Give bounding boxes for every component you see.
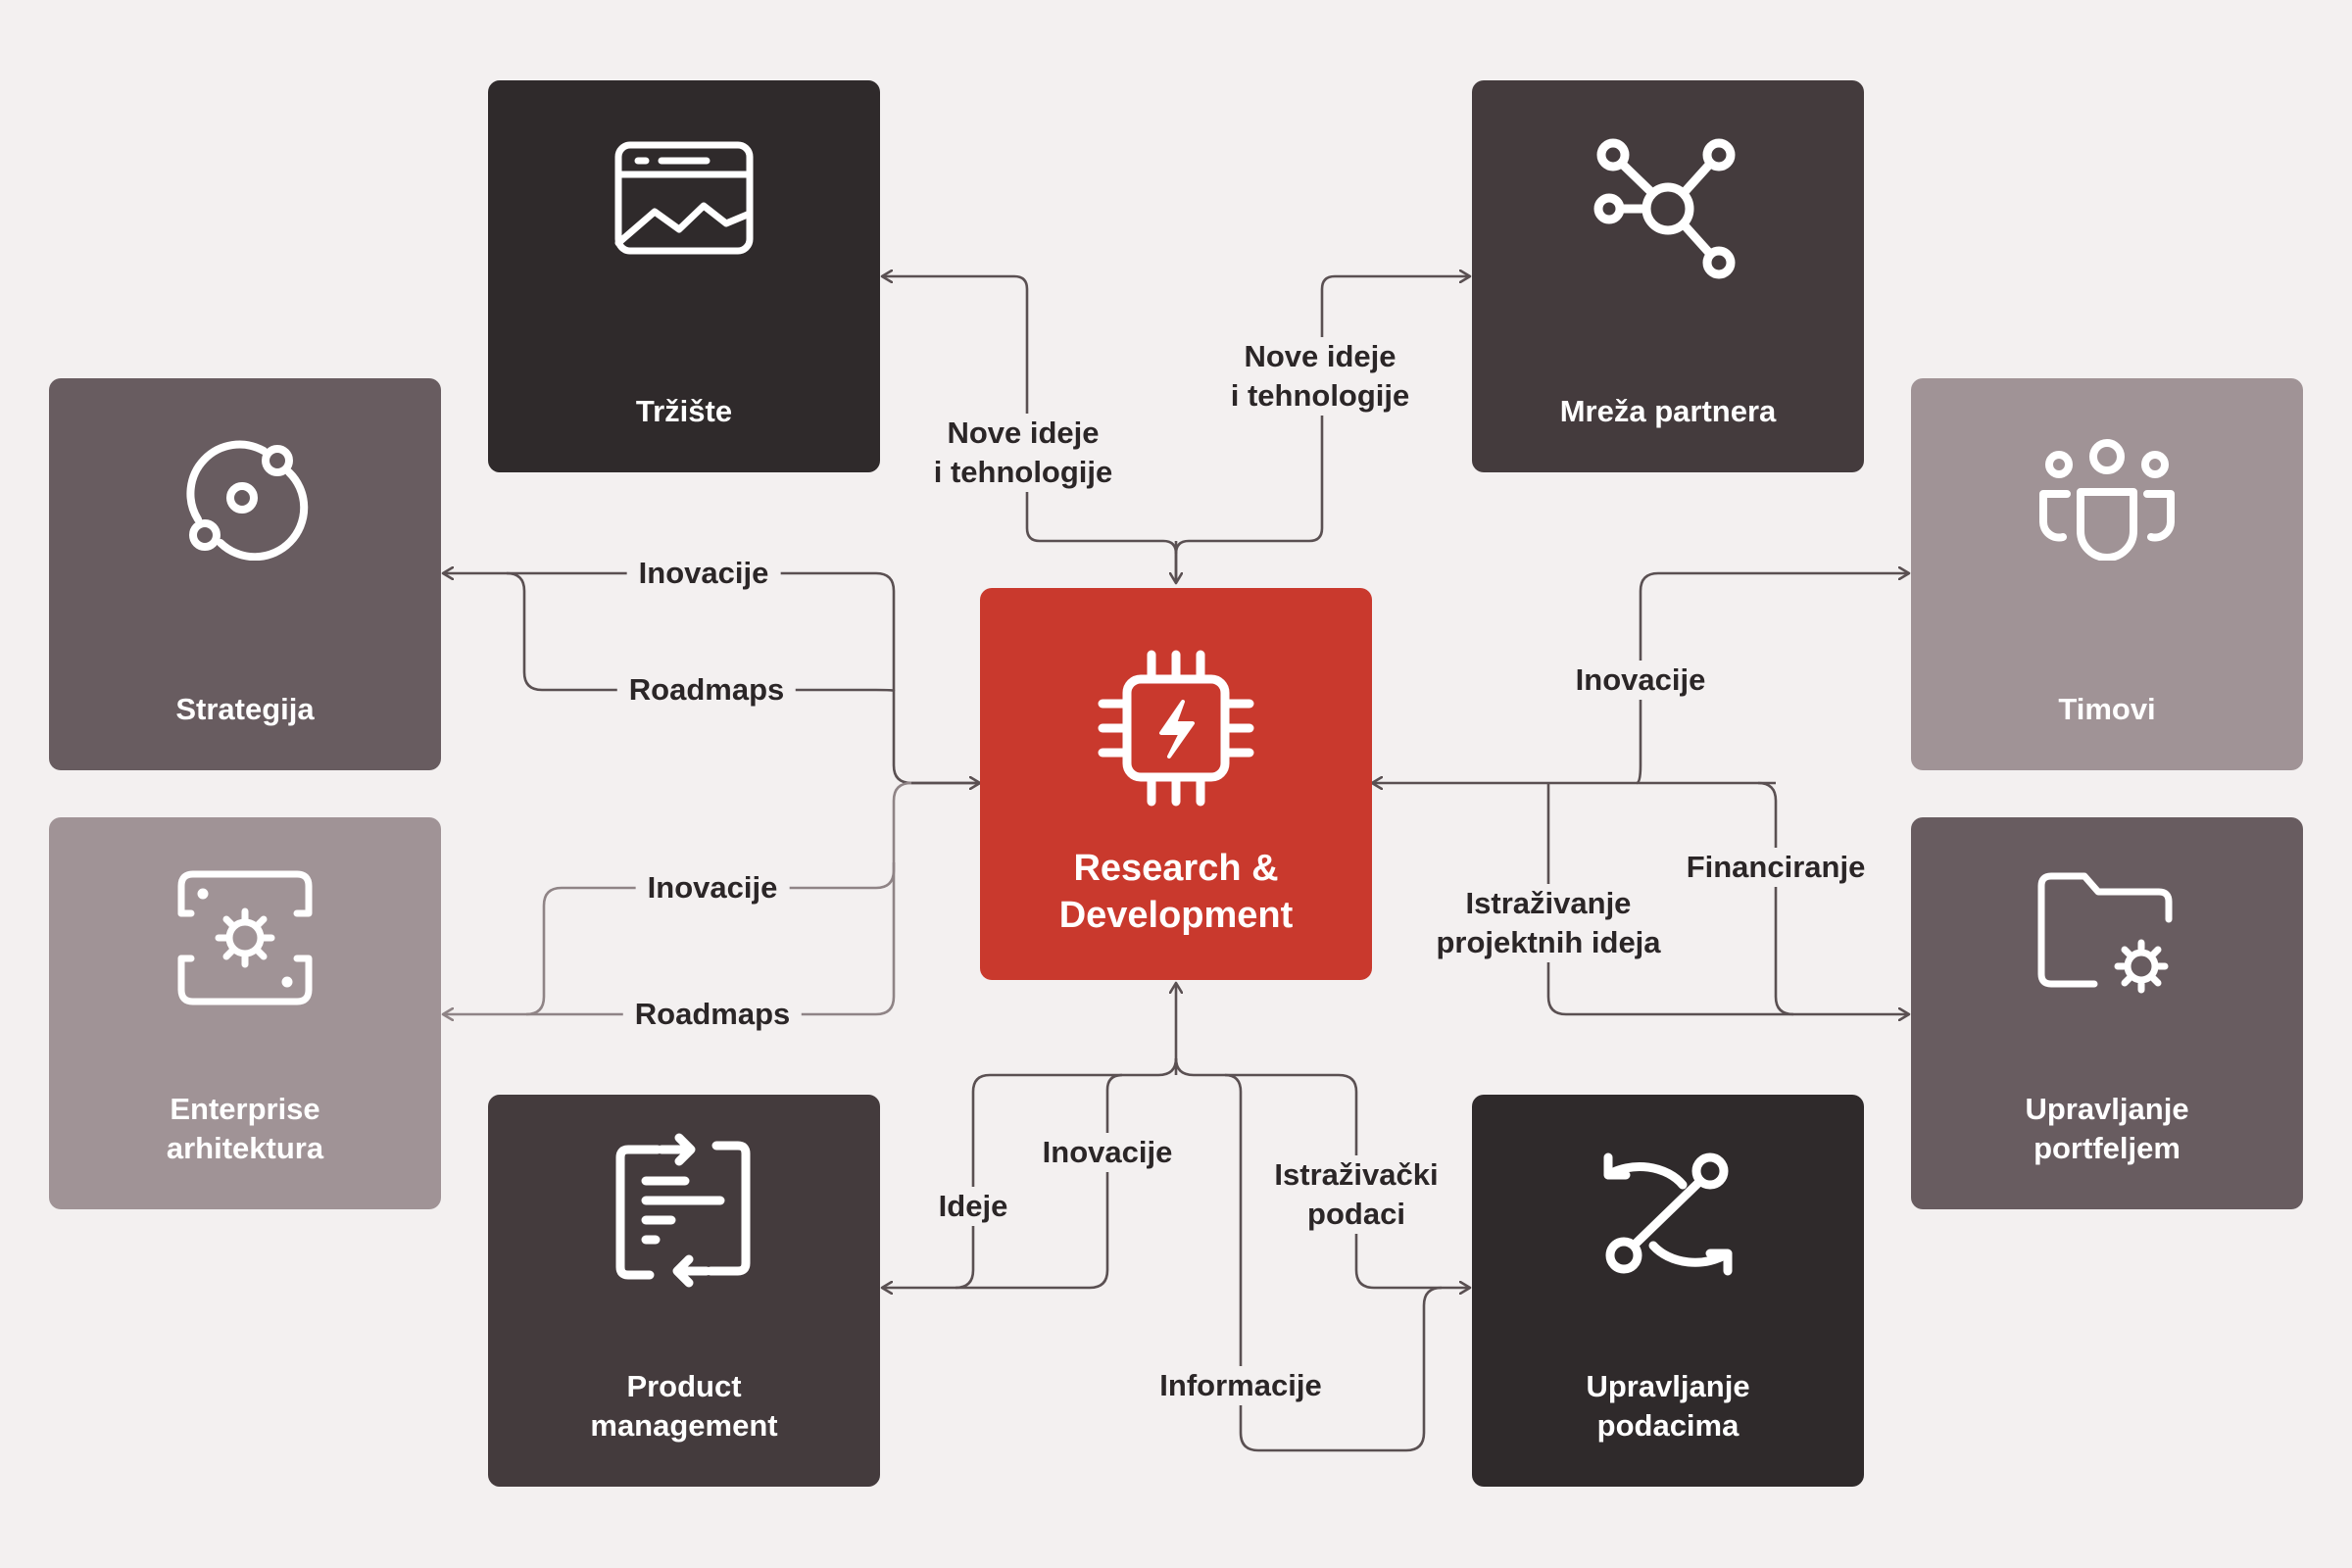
node-label: Strategija: [175, 692, 315, 726]
node-mreza-partnera[interactable]: Mreža partnera: [1472, 80, 1864, 472]
edge-trziste: [882, 276, 1178, 583]
edge-label: Informacije: [1148, 1366, 1334, 1405]
node-enterprise-arhitektura[interactable]: Enterprise arhitektura: [49, 817, 441, 1209]
edge-portfelj-financiranje: [1757, 781, 1794, 1016]
node-label: Tržište: [635, 394, 733, 428]
edge-product-ideje: [882, 1057, 1178, 1288]
node-trziste[interactable]: Tržište: [488, 80, 880, 472]
edge-podaci-informacije: [1224, 1073, 1443, 1452]
sync-path-icon: [1472, 1146, 1864, 1283]
edge-label: Inovacije: [626, 554, 781, 593]
edge-label: Financiranje: [1674, 848, 1878, 887]
node-strategija[interactable]: Strategija: [49, 378, 441, 770]
node-label: Upravljanje portfeljem: [2025, 1092, 2189, 1165]
node-label: Mreža partnera: [1559, 394, 1777, 428]
edge-label: Istraživanje projektnih ideja: [1424, 884, 1673, 962]
node-upravljanje-podacima[interactable]: Upravljanje podacima: [1472, 1095, 1864, 1487]
chip-lightning-icon: [980, 645, 1372, 811]
node-label: Timovi: [2058, 692, 2156, 726]
edge-podaci-istrazivacki: [1174, 1057, 1470, 1288]
folder-gear-icon: [1911, 868, 2303, 1005]
edge-timovi-inovacije: [1636, 573, 1909, 785]
edge-label: Istraživački podaci: [1262, 1155, 1450, 1234]
node-label: Research & Development: [1058, 848, 1294, 936]
node-timovi[interactable]: Timovi: [1911, 378, 2303, 770]
node-product-management[interactable]: Product management: [488, 1095, 880, 1487]
team-icon: [1911, 433, 2303, 561]
edge-label: Nove ideje i tehnologije: [921, 414, 1125, 492]
node-label: Enterprise arhitektura: [166, 1092, 324, 1165]
browser-chart-icon: [488, 135, 880, 263]
edge-label: Ideje: [926, 1187, 1020, 1226]
node-label: Product management: [590, 1369, 778, 1443]
edge-mreza: [1174, 276, 1470, 555]
node-research-development[interactable]: Research & Development: [980, 588, 1372, 980]
document-exchange-icon: [488, 1132, 880, 1289]
orbit-icon: [49, 433, 441, 561]
edge-label: Inovacije: [1030, 1133, 1185, 1172]
edge-label: Roadmaps: [616, 670, 797, 710]
edge-strategija-roadmaps: [506, 571, 896, 693]
edge-label: Nove ideje i tehnologije: [1218, 337, 1422, 416]
node-upravljanje-portfeljem[interactable]: Upravljanje portfeljem: [1911, 817, 2303, 1209]
edge-label: Inovacije: [635, 868, 790, 907]
edge-enterprise-roadmaps: [526, 862, 896, 1016]
edge-portfelj-istrazivanje: [1546, 782, 1909, 1014]
edge-product-inovacije: [956, 1073, 1123, 1290]
edge-strategija-inovacije: [443, 573, 980, 785]
edge-label: Inovacije: [1563, 661, 1718, 700]
node-label: Upravljanje podacima: [1586, 1369, 1750, 1443]
settings-frame-icon: [49, 864, 441, 1011]
network-icon: [1472, 135, 1864, 282]
edge-label: Roadmaps: [622, 995, 803, 1034]
